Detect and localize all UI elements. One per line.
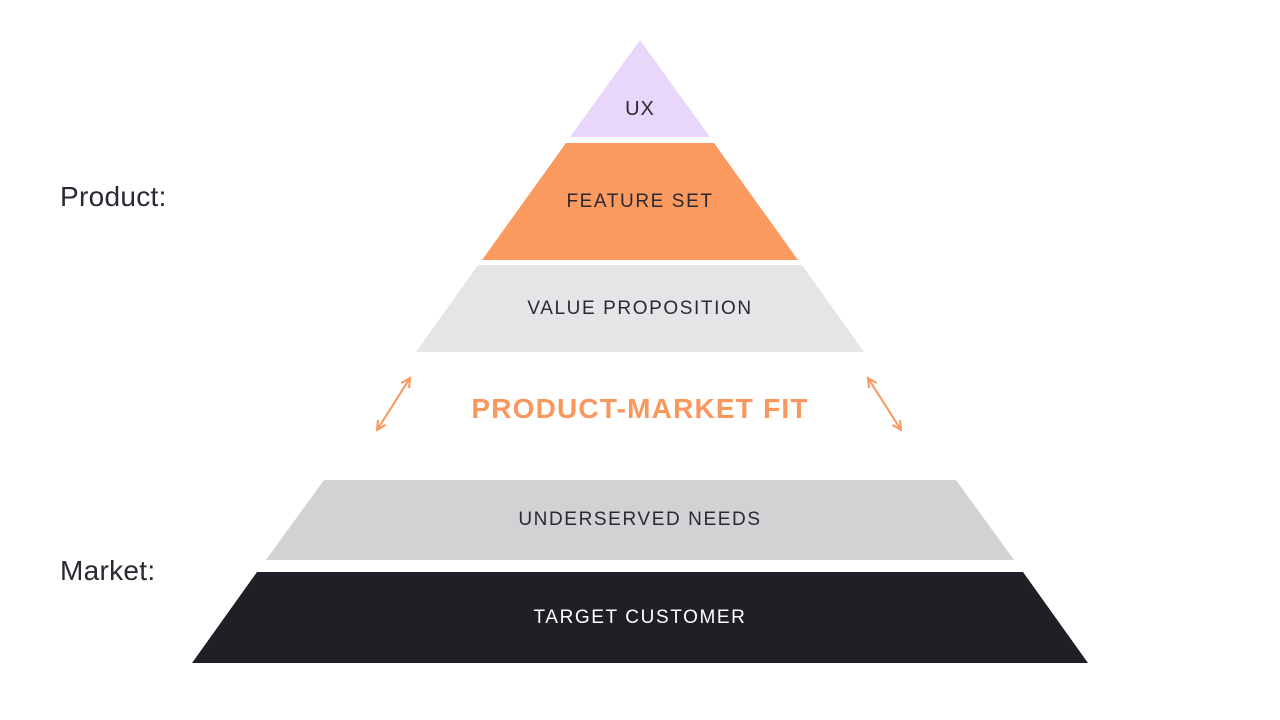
pyramid-layer-underserved-needs: UNDERSERVED NEEDS [266,480,1014,560]
layer-label-ux: UX [625,98,655,120]
layer-label-target-customer: TARGET CUSTOMER [533,606,747,628]
layer-label-feature-set: FEATURE SET [566,190,714,212]
double-arrow-left-icon [375,376,412,432]
market-side-label: Market: [60,555,156,586]
pyramid-layer-ux: UX [570,40,710,137]
pyramid-layer-target-customer: TARGET CUSTOMER [192,572,1088,663]
pyramid-layer-value-proposition: VALUE PROPOSITION [416,265,864,352]
product-side-label: Product: [60,181,167,212]
layer-label-value-proposition: VALUE PROPOSITION [527,297,753,319]
pyramid: UX FEATURE SET VALUE PROPOSITION UNDERSE… [192,40,1088,663]
pyramid-layer-feature-set: FEATURE SET [482,143,798,260]
product-market-fit-label: PRODUCT-MARKET FIT [471,393,809,424]
layer-label-underserved-needs: UNDERSERVED NEEDS [518,509,762,530]
double-arrow-right-icon [866,376,903,432]
